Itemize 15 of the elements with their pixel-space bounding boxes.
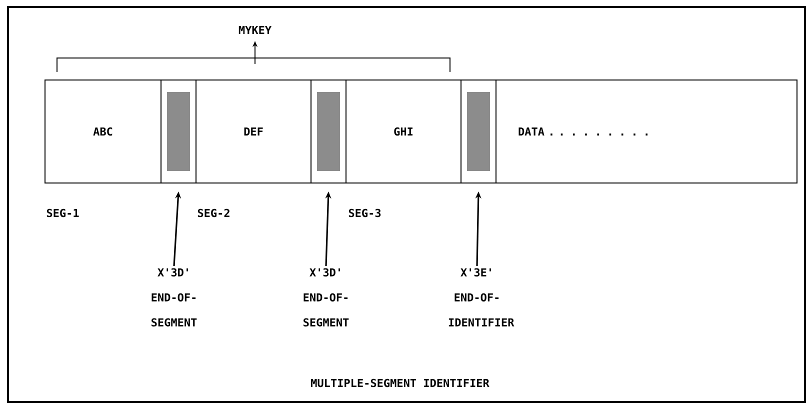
separator-field [460, 80, 496, 184]
caption: MULTIPLE-SEGMENT IDENTIFIER [311, 378, 490, 388]
label: SEG-3 [348, 208, 381, 218]
marker-text: X'3D' END-OF- SEGMENT [152, 268, 197, 326]
label: SEG-1 [46, 208, 79, 218]
segment-field: GHI [346, 80, 462, 184]
separator-field [160, 80, 196, 184]
marker-text: X'3D' END-OF- SEGMENT [304, 268, 349, 326]
label: SEG-2 [198, 208, 230, 218]
label: MYKEY [238, 26, 272, 34]
marker-text: X'3E' END-OF- IDENTIFIER [448, 268, 514, 326]
segment-field: DEF [196, 80, 312, 184]
segment-field: ABC [44, 80, 162, 184]
data-field: DATA . . . . . . . . . [496, 80, 798, 184]
separator-field [310, 80, 346, 184]
